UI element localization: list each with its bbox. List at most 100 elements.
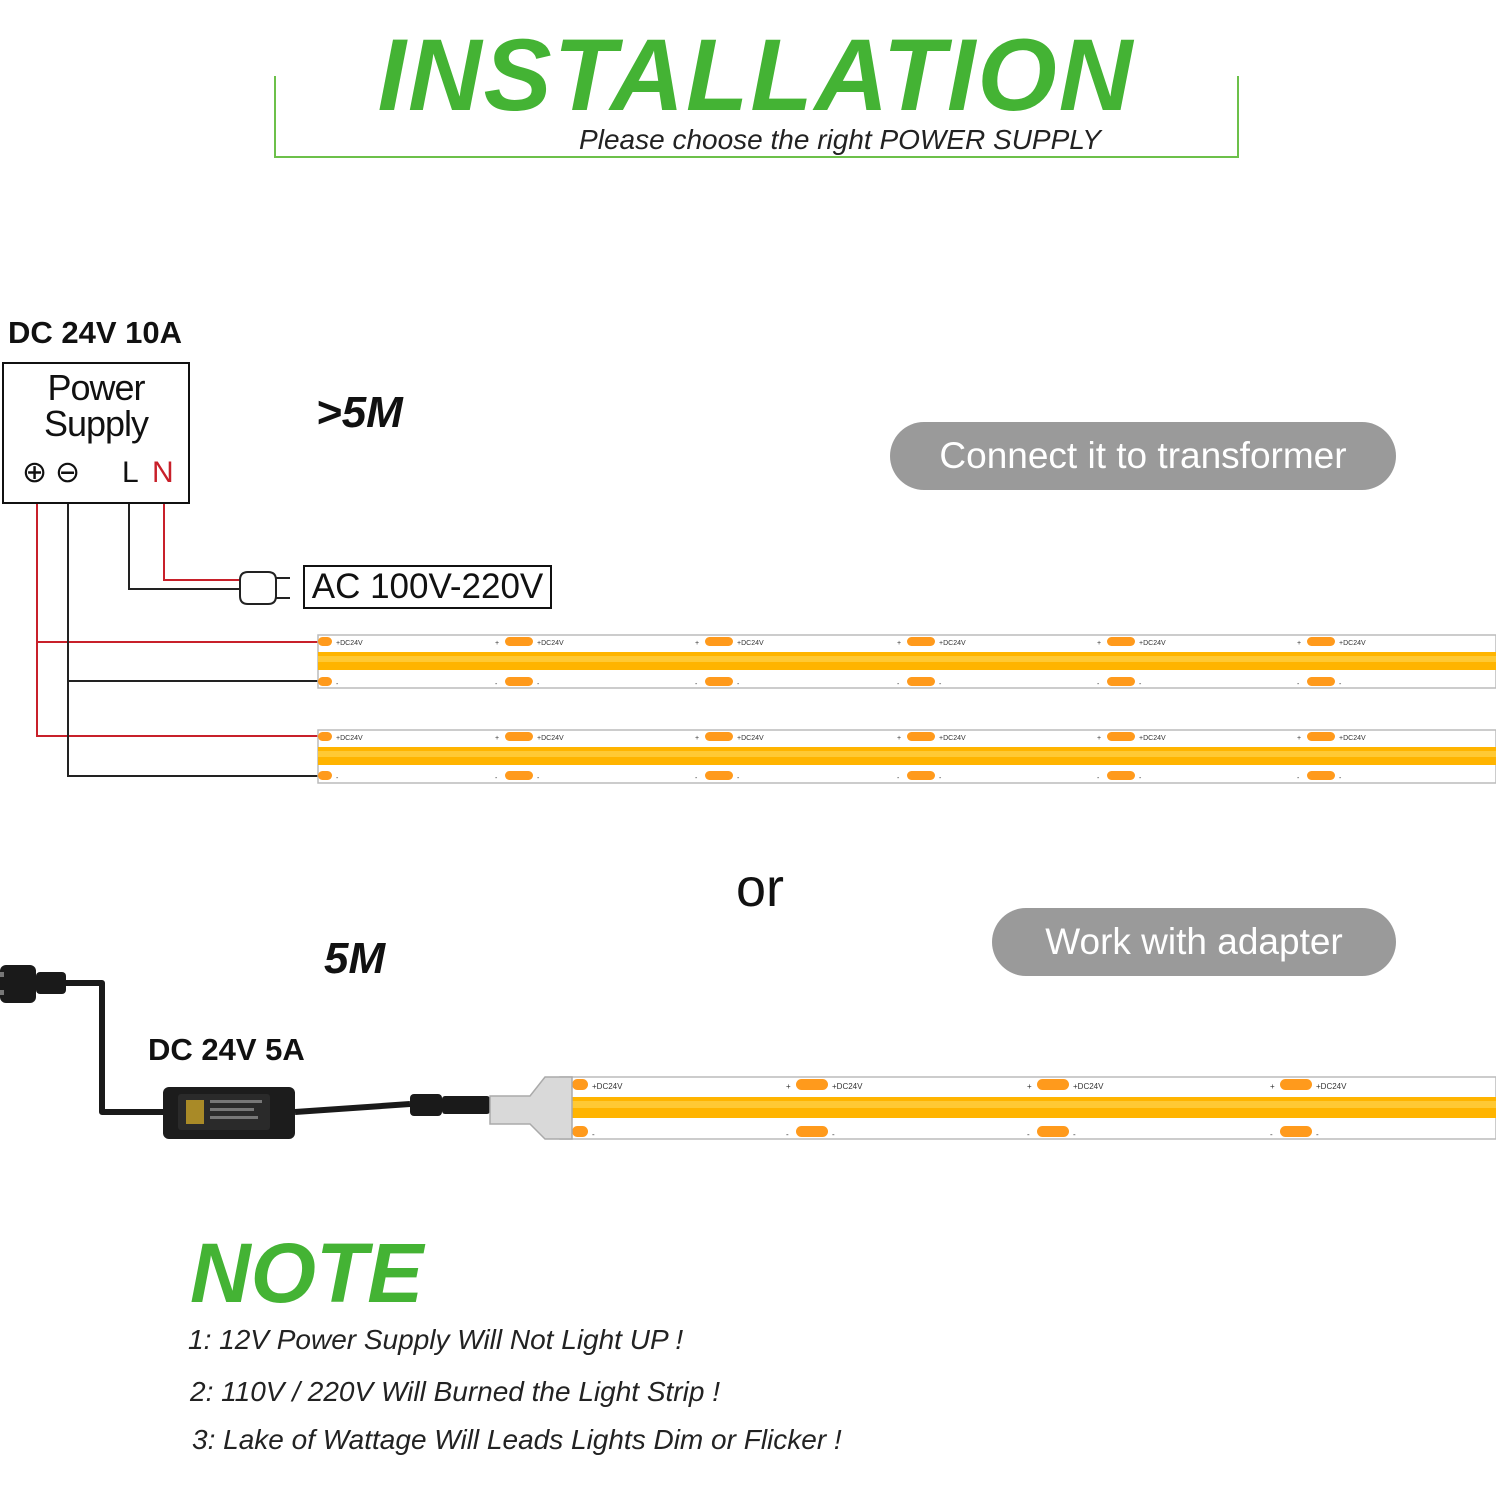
psu-rating-label: DC 24V 10A <box>8 315 183 350</box>
pad-label-positive: +DC24V <box>1139 735 1166 742</box>
pad-label-negative: - <box>832 1130 835 1139</box>
solder-pad-positive <box>796 1079 828 1090</box>
solder-pad-positive <box>1307 732 1335 741</box>
pad-label-positive: +DC24V <box>537 735 564 742</box>
solder-pad-positive <box>318 637 332 646</box>
terminal-n-label: N <box>152 456 174 489</box>
note-item-1: 1: 12V Power Supply Will Not Light UP ! <box>188 1324 684 1355</box>
pad-label-negative: - <box>336 775 339 782</box>
pad-label-negative: - <box>737 681 740 688</box>
solder-pad-positive <box>318 732 332 741</box>
pad-label-minus: - <box>1027 1130 1030 1139</box>
pad-label-positive: +DC24V <box>336 735 363 742</box>
solder-pad-positive <box>572 1079 588 1090</box>
page-subtitle: Please choose the right POWER SUPPLY <box>579 124 1101 155</box>
pad-label-minus: - <box>786 1130 789 1139</box>
divider-or: or <box>736 858 785 918</box>
power-supply-label-line1: Power <box>47 367 145 408</box>
solder-pad-negative <box>318 677 332 686</box>
ac-plug-icon <box>239 571 290 605</box>
solder-pad-negative <box>505 771 533 780</box>
pad-label-minus: - <box>1097 775 1100 782</box>
pad-label-positive: +DC24V <box>737 735 764 742</box>
negative-wire-branch <box>67 681 318 777</box>
pad-label-negative: - <box>1139 775 1142 782</box>
solder-pad-negative <box>705 771 733 780</box>
pad-label-negative: - <box>1073 1130 1076 1139</box>
solder-pad-positive <box>705 637 733 646</box>
pad-label-positive: +DC24V <box>592 1082 623 1091</box>
pad-label-plus: + <box>1297 640 1301 647</box>
pad-label-plus: + <box>897 640 901 647</box>
pad-label-negative: - <box>1139 681 1142 688</box>
adapter-ac-cable <box>66 980 165 1115</box>
solder-pad-negative <box>1107 771 1135 780</box>
power-supply-box <box>2 362 190 504</box>
pad-label-negative: - <box>737 775 740 782</box>
solder-pad-negative <box>1307 677 1335 686</box>
pad-label-minus: - <box>1097 681 1100 688</box>
pad-label-positive: +DC24V <box>939 735 966 742</box>
header-frame <box>274 76 1239 158</box>
solder-pad-negative <box>796 1126 828 1137</box>
solder-pad-negative <box>907 771 935 780</box>
adapter-rating-label: DC 24V 5A <box>148 1032 305 1067</box>
pad-label-minus: - <box>897 681 900 688</box>
solder-pad-negative <box>572 1126 588 1137</box>
pad-label-positive: +DC24V <box>1073 1082 1104 1091</box>
pill-work-with-adapter: Work with adapter <box>992 908 1396 976</box>
solder-pad-negative <box>1307 771 1335 780</box>
pad-label-minus: - <box>1297 775 1300 782</box>
pad-label-plus: + <box>1097 735 1101 742</box>
pad-label-negative: - <box>939 681 942 688</box>
solder-pad-positive <box>1107 732 1135 741</box>
solder-pad-negative <box>907 677 935 686</box>
negative-wire <box>67 490 318 682</box>
pad-label-plus: + <box>695 640 699 647</box>
pad-label-minus: - <box>1297 681 1300 688</box>
header-frame-gap <box>300 60 1212 84</box>
adapter-brick-icon <box>163 1087 295 1139</box>
pad-label-negative: - <box>1339 775 1342 782</box>
neutral-wire <box>163 490 240 581</box>
pad-label-positive: +DC24V <box>1139 640 1166 647</box>
adapter-dc-cable <box>294 1101 411 1115</box>
pad-label-negative: - <box>592 1130 595 1139</box>
solder-pad-positive <box>705 732 733 741</box>
pad-label-plus: + <box>495 735 499 742</box>
pad-label-plus: + <box>1297 735 1301 742</box>
solder-pad-positive <box>1280 1079 1312 1090</box>
pad-label-minus: - <box>495 775 498 782</box>
solder-pad-negative <box>318 771 332 780</box>
pad-label-plus: + <box>1097 640 1101 647</box>
solder-pad-negative <box>1280 1126 1312 1137</box>
page-title: INSTALLATION <box>377 18 1135 132</box>
terminal-plus-icon: ⊕ <box>22 456 48 489</box>
note-item-3: 3: Lake of Wattage Will Leads Lights Dim… <box>192 1424 842 1455</box>
power-supply-label: Power Supply <box>2 370 190 442</box>
pad-label-plus: + <box>1270 1082 1275 1091</box>
pad-label-positive: +DC24V <box>832 1082 863 1091</box>
solder-pad-positive <box>1037 1079 1069 1090</box>
pad-label-negative: - <box>336 681 339 688</box>
dc-barrel-connector-icon <box>410 1094 490 1116</box>
pad-label-negative: - <box>537 681 540 688</box>
solder-pad-negative <box>505 677 533 686</box>
pad-label-positive: +DC24V <box>1339 640 1366 647</box>
pad-label-plus: + <box>695 735 699 742</box>
pad-label-minus: - <box>1270 1130 1273 1139</box>
pad-label-negative: - <box>537 775 540 782</box>
pad-label-positive: +DC24V <box>1316 1082 1347 1091</box>
length-label-5m: 5M <box>324 934 386 983</box>
solder-pad-positive <box>907 637 935 646</box>
terminal-minus-icon: ⊖ <box>55 456 81 489</box>
power-supply-label-line2: Supply <box>43 403 149 444</box>
solder-pad-positive <box>1107 637 1135 646</box>
strip-end-connector <box>489 1076 573 1140</box>
pad-label-positive: +DC24V <box>737 640 764 647</box>
pad-label-positive: +DC24V <box>939 640 966 647</box>
pad-label-plus: + <box>495 640 499 647</box>
pad-label-plus: + <box>1027 1082 1032 1091</box>
solder-pad-positive <box>505 732 533 741</box>
